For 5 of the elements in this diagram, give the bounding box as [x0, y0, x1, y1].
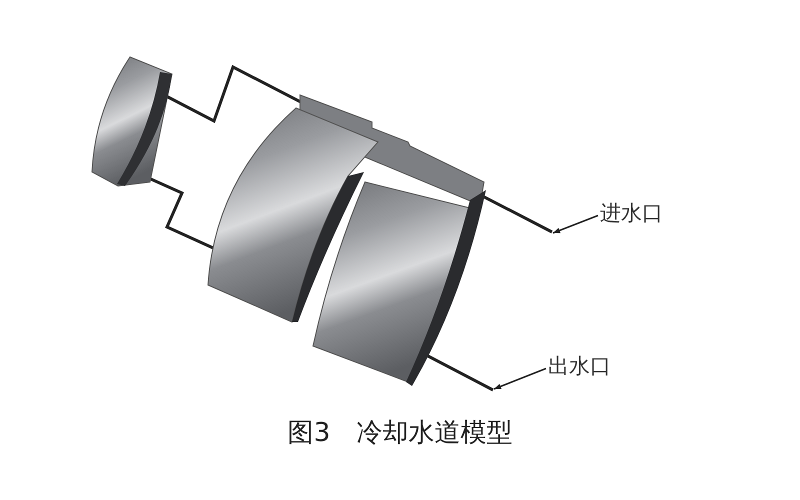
leader-line — [494, 368, 546, 390]
port-label: 进水口 — [600, 203, 663, 224]
leader-line — [552, 214, 598, 234]
port-label: 出水口 — [548, 356, 611, 377]
figure-caption: 图3 冷却水道模型 — [288, 418, 512, 448]
